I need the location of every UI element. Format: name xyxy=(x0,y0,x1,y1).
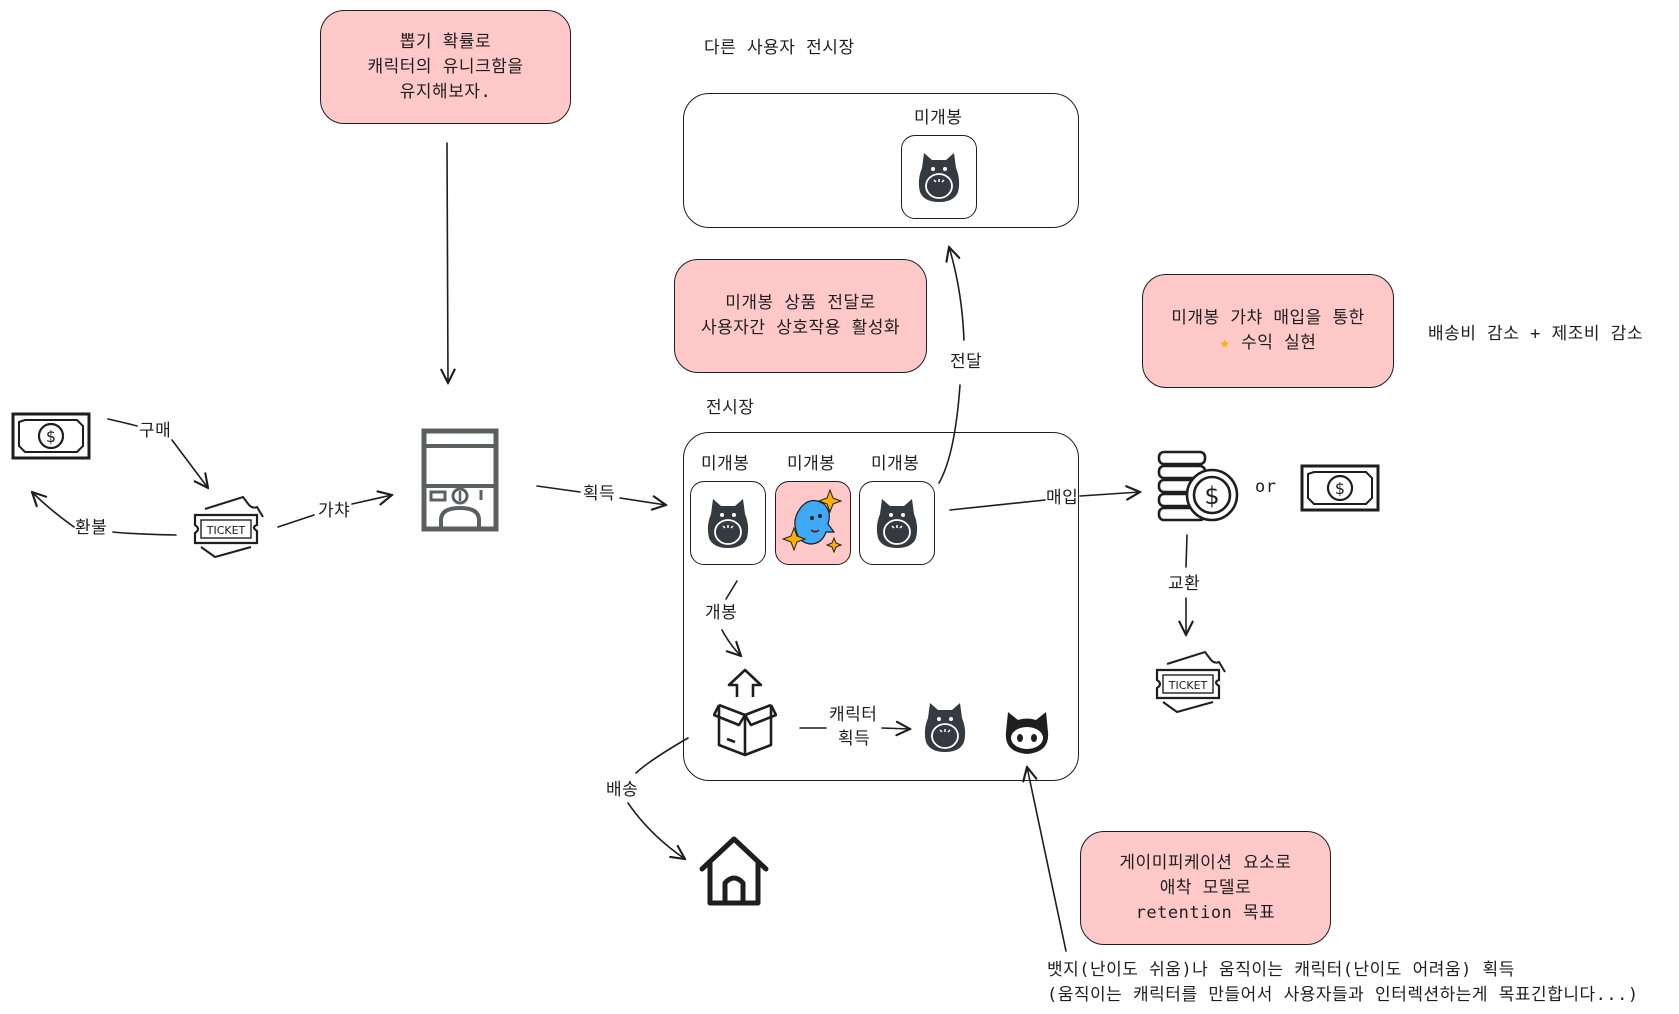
note-gacha-probability: 뽑기 확률로 캐릭터의 유니크함을 유지해보자. xyxy=(320,10,571,124)
cost-reduction-label: 배송비 감소 + 제조비 감소 xyxy=(1428,324,1644,344)
note-unopened-transfer: 미개봉 상품 전달로 사용자간 상호작용 활성화 xyxy=(674,259,927,373)
totoro-character-icon xyxy=(876,499,918,548)
shipping-label: 배송 xyxy=(606,780,639,800)
deliver-label: 전달 xyxy=(950,352,983,372)
badge-note-line-2: (움직이는 캐릭터를 만들어서 사용자들과 인터렉션하는게 목표긴합니다...) xyxy=(1047,985,1639,1005)
svg-text:$: $ xyxy=(1204,482,1219,510)
note-line: 캐릭터의 유니크함을 xyxy=(367,56,524,77)
unopened-card-1[interactable] xyxy=(690,481,766,565)
ticket-label: TICKET xyxy=(1168,679,1208,692)
note-line: 뽑기 확률로 xyxy=(399,31,492,52)
totoro-character-acquired-icon xyxy=(924,703,966,752)
note-line: 수익 실현 xyxy=(1241,333,1317,353)
note-line: 미개봉 가챠 매입을 통한 xyxy=(1171,308,1365,328)
totoro-character-icon xyxy=(707,499,749,548)
ticket-icon: TICKET xyxy=(193,495,264,559)
note-revenue: 미개봉 가챠 매입을 통한 ★ 수익 실현 xyxy=(1142,274,1394,388)
note-line: 유지해보자. xyxy=(399,81,492,102)
buy-label: 구매 xyxy=(139,421,172,441)
sparkle-character-icon xyxy=(782,488,843,554)
showcase-title: 전시장 xyxy=(706,398,755,418)
note-line: 애착 모델로 xyxy=(1159,877,1252,898)
dollar-bill-icon-right: $ xyxy=(1300,464,1380,512)
unopened-label-2: 미개봉 xyxy=(787,454,836,474)
star-icon: ★ xyxy=(1219,333,1231,353)
coins-icon: $ xyxy=(1157,450,1239,522)
open-label: 개봉 xyxy=(705,603,738,623)
unopened-label-3: 미개봉 xyxy=(871,454,920,474)
svg-text:$: $ xyxy=(46,427,56,446)
note-line: 사용자간 상호작용 활성화 xyxy=(700,318,900,338)
other-user-unopened-label: 미개봉 xyxy=(914,108,963,128)
note-line: 미개봉 상품 전달로 xyxy=(725,293,876,313)
refund-label: 환불 xyxy=(75,518,108,538)
dollar-bill-icon: $ xyxy=(11,412,91,460)
open-box-icon xyxy=(713,668,777,757)
acquire-label: 획득 xyxy=(583,484,616,504)
exchange-label: 교환 xyxy=(1168,574,1201,594)
other-user-showcase-frame xyxy=(683,93,1079,228)
note-gamification: 게이미피케이션 요소로 애착 모델로 retention 목표 xyxy=(1080,831,1331,945)
totoro-character-icon xyxy=(918,153,960,202)
purchase-back-label: 매입 xyxy=(1046,488,1079,508)
other-user-showcase-title: 다른 사용자 전시장 xyxy=(704,38,855,58)
showcase-frame xyxy=(683,432,1079,781)
unopened-card-2-special[interactable] xyxy=(775,481,851,565)
gacha-machine-icon[interactable] xyxy=(421,428,499,532)
note-line: retention 목표 xyxy=(1135,902,1276,923)
unopened-card-3[interactable] xyxy=(859,481,935,565)
note-line: 게이미피케이션 요소로 xyxy=(1119,852,1292,873)
gacha-label: 가챠 xyxy=(318,501,351,521)
other-user-unopened-card[interactable] xyxy=(901,135,977,219)
github-badge-icon xyxy=(1005,712,1049,754)
or-label: or xyxy=(1255,477,1277,497)
character-acquire-label-1: 캐릭터 xyxy=(829,705,878,725)
unopened-label-1: 미개봉 xyxy=(701,454,750,474)
character-acquire-label-2: 획득 xyxy=(838,729,871,749)
ticket-icon-right: TICKET xyxy=(1155,650,1226,714)
badge-note-line-1: 뱃지(난이도 쉬움)나 움직이는 캐릭터(난이도 어려움) 획득 xyxy=(1047,960,1515,980)
ticket-label: TICKET xyxy=(206,524,246,537)
house-icon xyxy=(699,836,769,906)
svg-text:$: $ xyxy=(1335,479,1345,498)
